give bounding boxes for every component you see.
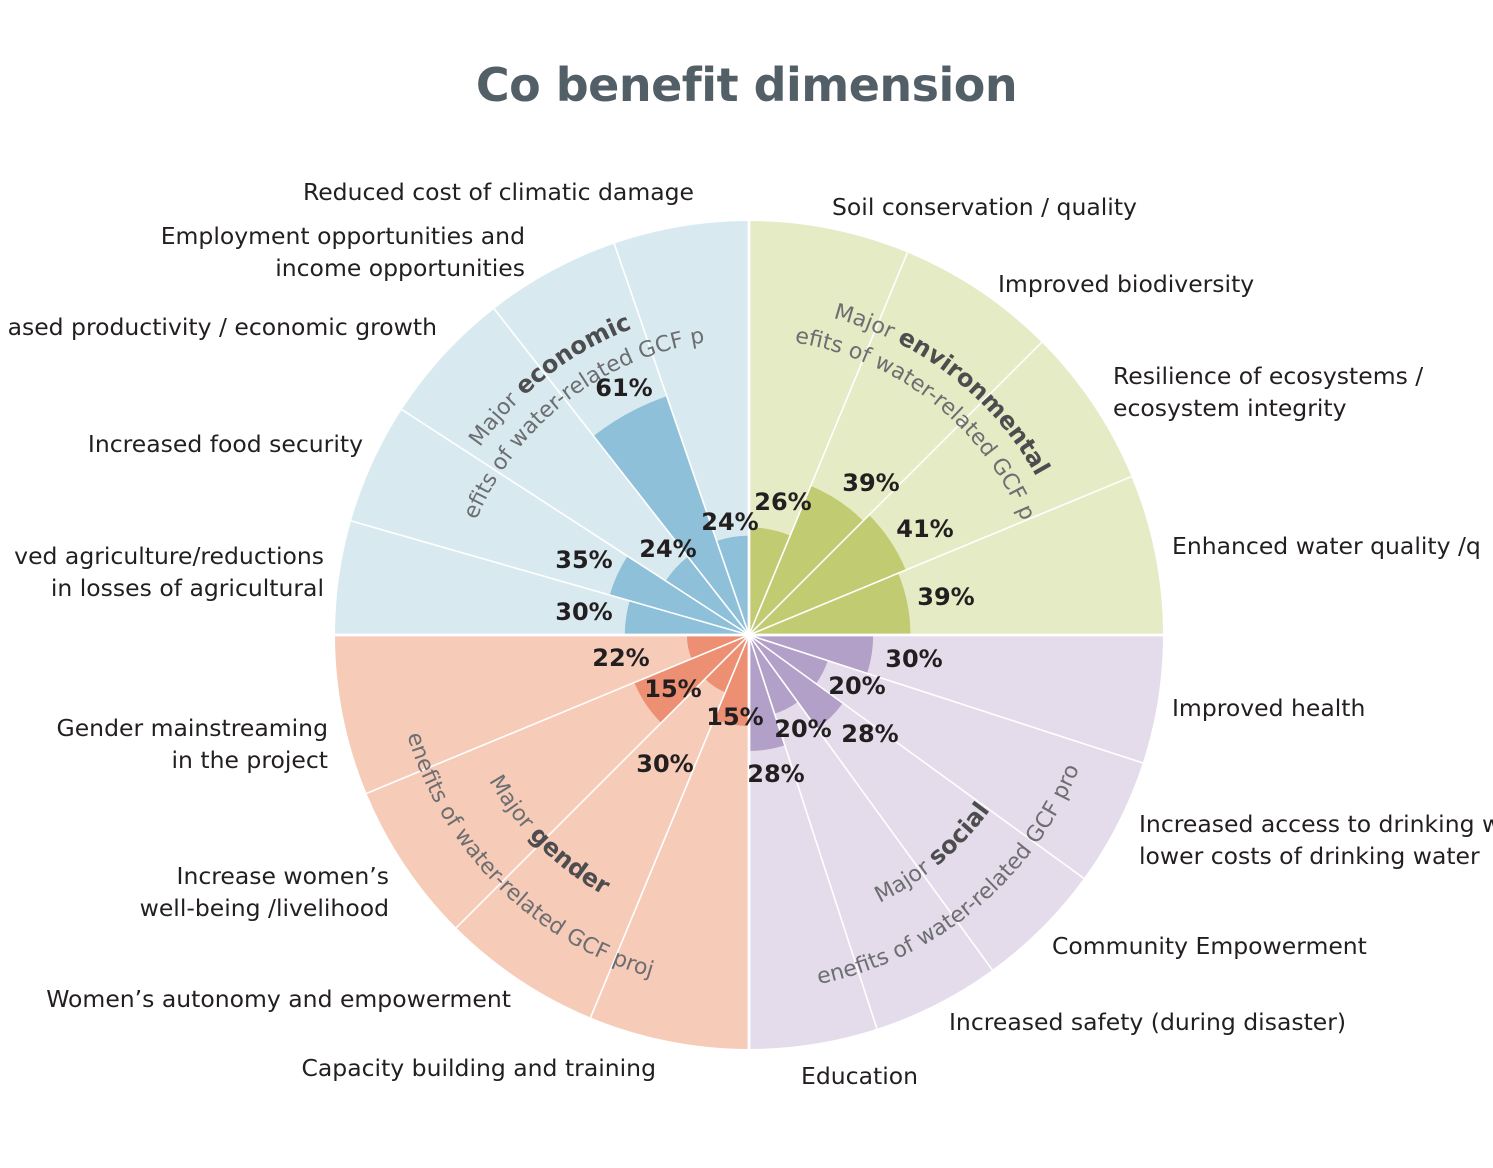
divider-economic-4: [613, 243, 750, 636]
quadrant-bg-social: [749, 635, 1163, 1049]
category-label-social-0: Improved health: [1172, 694, 1365, 722]
divider-environmental-2: [748, 341, 1043, 636]
category-label-economic-0: Reduced cost of climatic damage: [303, 178, 694, 206]
value-label-economic-4: 30%: [555, 598, 612, 626]
value-label-economic-2: 24%: [639, 535, 696, 563]
category-label-environmental-0: Soil conservation / quality: [832, 193, 1137, 221]
divider-lines: [335, 221, 1163, 1049]
bar-economic-3: [609, 556, 749, 635]
value-label-gender-2: 15%: [644, 675, 701, 703]
category-label-economic-1-line0: Employment opportunities and: [161, 222, 525, 250]
bar-gender-1: [634, 635, 749, 723]
category-label-economic-1-line1: income opportunities: [275, 254, 525, 282]
bar-economic-2: [665, 556, 749, 635]
category-label-gender-2-line1: well-being /livelihood: [140, 894, 389, 922]
divider-social-4: [748, 634, 878, 1029]
category-label-social-1-line1: lower costs of drinking water: [1139, 842, 1480, 870]
value-label-environmental-1: 39%: [842, 469, 899, 497]
bar-social-2: [749, 635, 843, 729]
value-label-gender-0: 15%: [706, 703, 763, 731]
divider-gender-2: [455, 634, 750, 929]
divider-environmental-3: [748, 475, 1132, 636]
divider-social-3: [748, 634, 993, 971]
bar-economic-1: [593, 396, 749, 635]
divider-economic-3: [493, 308, 750, 636]
value-label-economic-0: 24%: [701, 508, 758, 536]
value-label-social-1: 20%: [828, 672, 885, 700]
quadrant-bg-economic: [335, 221, 749, 635]
category-label-gender-1: Women’s autonomy and empowerment: [46, 985, 511, 1013]
divider-economic-1: [350, 520, 750, 636]
value-label-environmental-3: 39%: [917, 583, 974, 611]
category-labels: Reduced cost of climatic damageEmploymen…: [8, 178, 1493, 1090]
divider-social-1: [748, 634, 1143, 764]
value-label-environmental-2: 41%: [896, 515, 953, 543]
category-label-economic-2: ased productivity / economic growth: [8, 313, 437, 341]
chart-title: Co benefit dimension: [475, 58, 1018, 112]
divider-environmental-1: [748, 252, 909, 636]
category-label-social-4: Education: [801, 1062, 918, 1090]
category-label-economic-4-line1: in losses of agricultural: [51, 574, 324, 602]
category-label-gender-3-line0: Gender mainstreaming: [57, 714, 328, 742]
value-label-social-3: 20%: [774, 715, 831, 743]
category-label-social-2: Community Empowerment: [1052, 932, 1367, 960]
category-label-economic-4-line0: ved agriculture/reductions: [14, 542, 324, 570]
divider-social-2: [748, 634, 1085, 879]
bar-gender-2: [705, 635, 749, 693]
divider-gender-3: [366, 634, 750, 795]
value-label-economic-3: 35%: [555, 546, 612, 574]
bar-social-3: [749, 635, 798, 714]
divider-gender-1: [589, 634, 750, 1018]
bar-environmental-3: [749, 573, 911, 635]
category-label-gender-2-line0: Increase women’s: [177, 862, 389, 890]
category-label-gender-0: Capacity building and training: [302, 1054, 657, 1082]
value-label-social-4: 28%: [747, 760, 804, 788]
value-label-economic-1: 61%: [595, 374, 652, 402]
bar-environmental-2: [749, 514, 906, 635]
category-label-environmental-3: Enhanced water quality /q: [1172, 532, 1481, 560]
category-label-gender-3-line1: in the project: [172, 746, 329, 774]
category-label-environmental-2-line1: ecosystem integrity: [1113, 394, 1347, 422]
value-label-environmental-0: 26%: [754, 488, 811, 516]
category-label-social-3: Increased safety (during disaster): [949, 1008, 1346, 1036]
bar-environmental-1: [749, 485, 864, 635]
value-label-social-0: 30%: [885, 645, 942, 673]
category-label-environmental-2-line0: Resilience of ecosystems /: [1113, 362, 1423, 390]
value-labels: 24%61%24%35%30%26%39%41%39%30%20%28%20%2…: [555, 374, 974, 788]
category-label-social-1-line0: Increased access to drinking w: [1139, 810, 1493, 838]
value-label-gender-3: 22%: [592, 644, 649, 672]
value-label-social-2: 28%: [841, 720, 898, 748]
bar-social-1: [749, 635, 828, 684]
category-label-environmental-1: Improved biodiversity: [998, 270, 1254, 298]
category-label-economic-3: Increased food security: [88, 430, 363, 458]
divider-economic-2: [401, 408, 750, 636]
value-label-gender-1: 30%: [636, 750, 693, 778]
